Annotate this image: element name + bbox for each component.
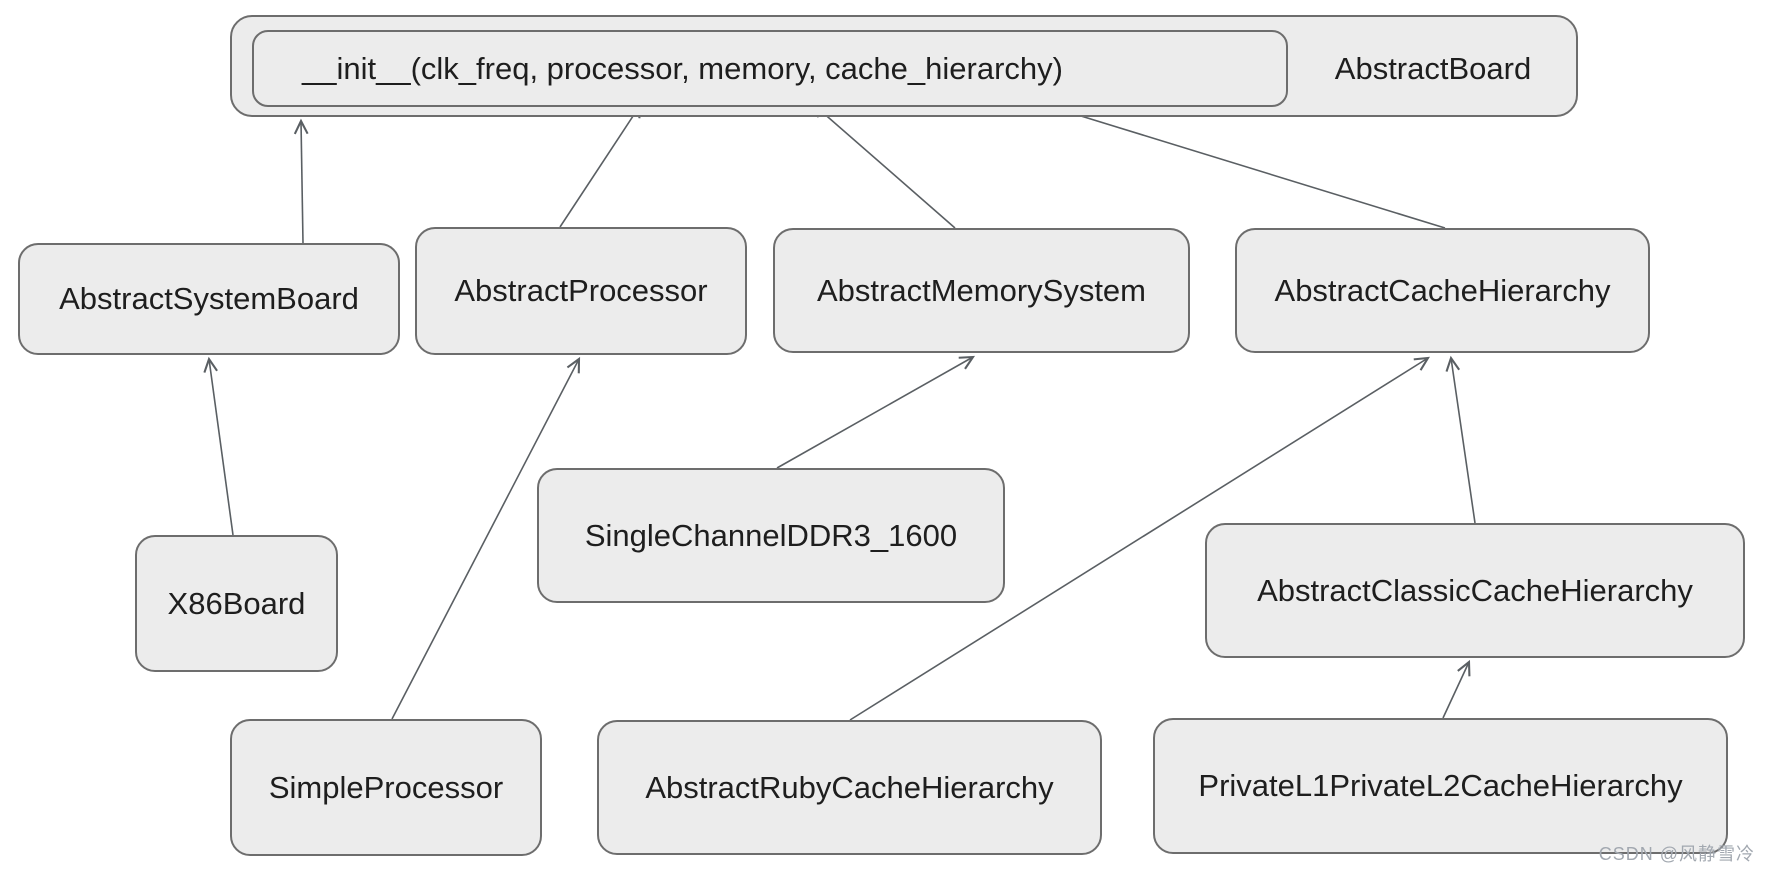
node-abstract-system-board: AbstractSystemBoard — [18, 243, 400, 355]
node-abstract-classic-cache-hierarchy: AbstractClassicCacheHierarchy — [1205, 523, 1745, 658]
node-label: SingleChannelDDR3_1600 — [584, 517, 958, 553]
node-abstract-cache-hierarchy: AbstractCacheHierarchy — [1235, 228, 1650, 353]
node-label: SimpleProcessor — [268, 769, 504, 805]
edge-abstractprocessor-init-processor — [559, 102, 643, 228]
node-label: AbstractRubyCacheHierarchy — [645, 769, 1054, 805]
node-label: AbstractCacheHierarchy — [1274, 272, 1611, 308]
edge-abstractmemorysystem-init-memory — [811, 102, 956, 229]
node-x86-board: X86Board — [135, 535, 338, 672]
abstract-board-label: AbstractBoard — [1334, 50, 1532, 86]
node-abstract-ruby-cache-hierarchy: AbstractRubyCacheHierarchy — [597, 720, 1102, 855]
node-simple-processor: SimpleProcessor — [230, 719, 542, 856]
node-label: AbstractClassicCacheHierarchy — [1257, 572, 1693, 608]
edge-singlechannelddr3-abstractmemorysystem — [776, 355, 976, 469]
abstract-board-label-area: AbstractBoard — [1288, 30, 1578, 107]
node-label: AbstractProcessor — [454, 273, 708, 308]
node-private-l1-private-l2-cache-hierarchy: PrivateL1PrivateL2CacheHierarchy — [1153, 718, 1728, 854]
edge-privatel1privatel2-abstractclassiccachehierarchy — [1442, 659, 1471, 719]
node-label: PrivateL1PrivateL2CacheHierarchy — [1198, 768, 1683, 803]
node-abstract-processor: AbstractProcessor — [415, 227, 747, 355]
node-label: AbstractMemorySystem — [816, 272, 1146, 308]
init-signature-label: __init__(clk_freq, processor, memory, ca… — [302, 50, 1063, 86]
edge-x86board-abstractsystemboard — [203, 356, 234, 536]
node-abstract-memory-system: AbstractMemorySystem — [773, 228, 1190, 353]
init-signature-box: __init__(clk_freq, processor, memory, ca… — [252, 30, 1288, 107]
node-single-channel-ddr3-1600: SingleChannelDDR3_1600 — [537, 468, 1005, 603]
edge-abstractclassiccachehierarchy-abstractcachehierarchy — [1445, 355, 1476, 524]
node-label: AbstractSystemBoard — [59, 281, 359, 316]
node-label: X86Board — [167, 585, 306, 621]
csdn-watermark: CSDN @风静雪冷 — [1598, 844, 1755, 864]
edge-abstractcachehierarchy-init-cache-hierarchy — [1039, 100, 1446, 229]
edge-abstractsystemboard-abstractboard — [293, 118, 309, 244]
